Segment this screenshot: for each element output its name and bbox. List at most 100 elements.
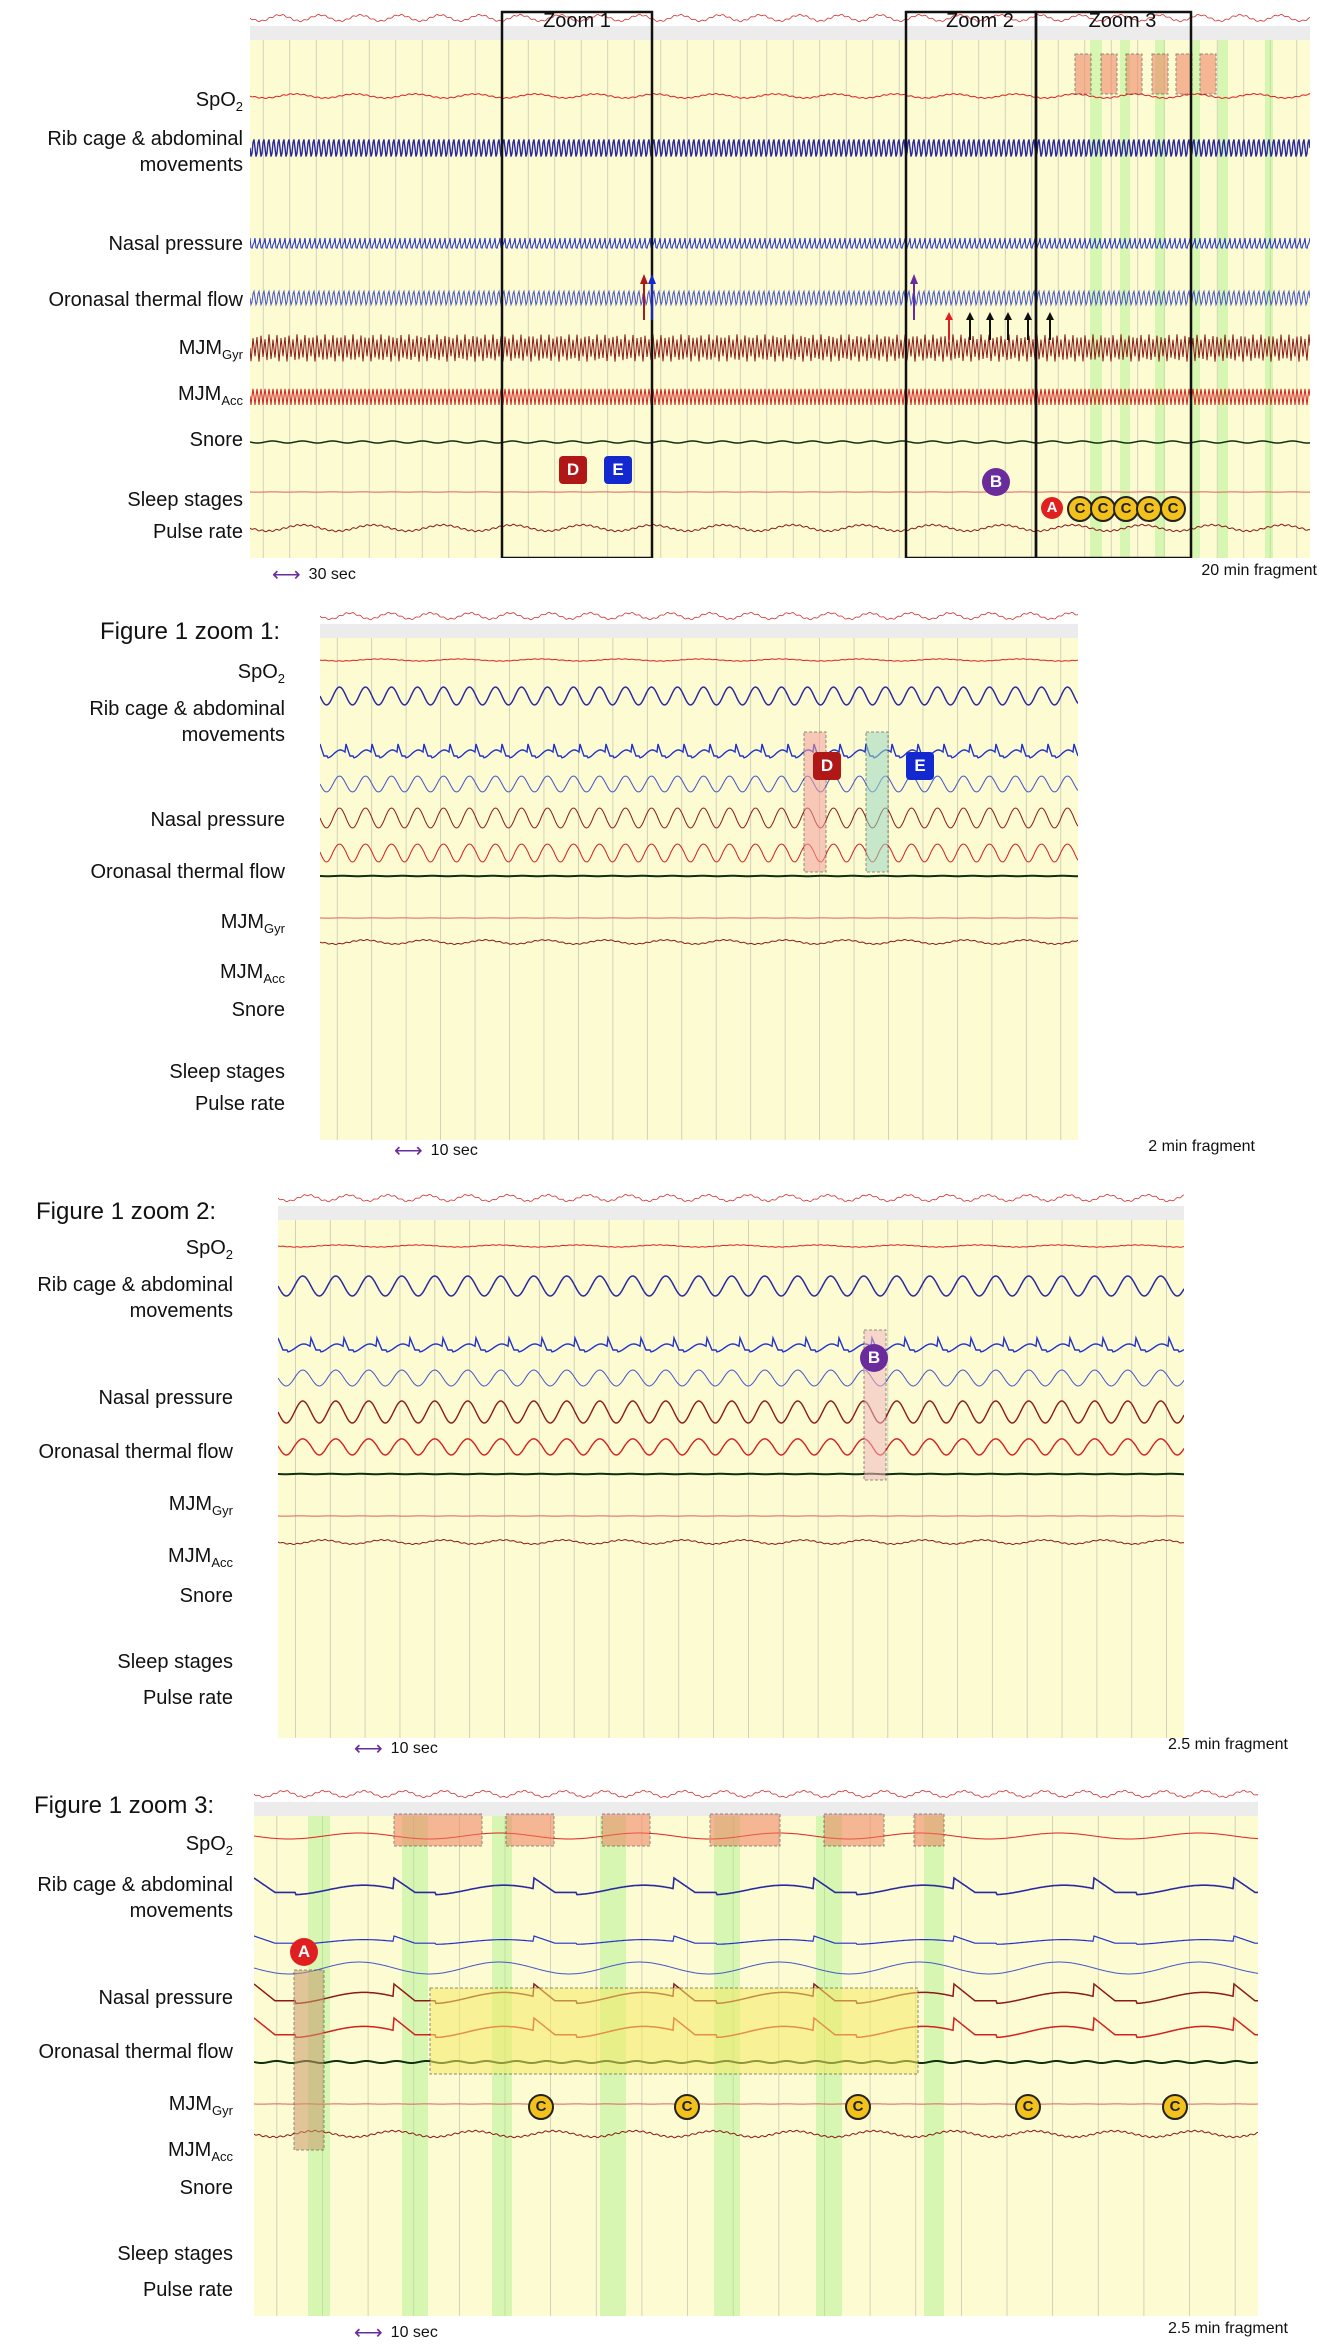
z1-spo2-text: SpO (237, 661, 278, 683)
epoch-strip (250, 26, 1310, 40)
thermal-trace (250, 289, 1310, 307)
event-arrowhead (910, 274, 918, 284)
z1-label-spo2: SpO2 (238, 660, 285, 691)
z2-rib-line2: movements (129, 1300, 233, 1322)
label-pulse: Pulse rate (152, 521, 243, 543)
z1-acc-sub: Acc (263, 971, 285, 986)
event-arrowhead (1024, 312, 1032, 320)
z2-gyr-sub: Gyr (212, 1503, 233, 1518)
event-arrowhead (986, 312, 994, 320)
z2-thermal-trace (278, 1369, 1184, 1387)
z2-label-nasal: Nasal pressure (98, 1387, 233, 1409)
z1-label-pulse: Pulse rate (194, 1093, 285, 1115)
z3-marker-c4: C (1015, 2094, 1041, 2120)
hypnogram-line (250, 13, 1310, 23)
marker-c5: C (1160, 496, 1186, 522)
overview-scale: ⟷30 sec (272, 562, 356, 587)
z1-acc-trace (320, 843, 1078, 863)
z3-label-rib: Rib cage & abdominal movements (37, 1872, 233, 1924)
z2-resp-trace (278, 1275, 1184, 1297)
zoom2-panel: Figure 1 zoom 2: SpO2 Rib cage & abdomin… (0, 1180, 1325, 1780)
event-arrowhead (945, 312, 953, 320)
acc-trace (250, 388, 1310, 406)
plot-background (278, 1190, 1184, 1738)
z1-label-snore: Snore (231, 999, 285, 1021)
z1-marker-d: D (813, 752, 841, 780)
pulse-trace (250, 523, 1310, 533)
z1-spo2-sub: 2 (277, 671, 285, 686)
z2-label-sleep: Sleep stages (117, 1651, 233, 1673)
z3-marker-c1: C (528, 2094, 554, 2120)
highlight-band (1265, 40, 1273, 558)
label-snore: Snore (189, 429, 243, 451)
marker-d: D (559, 456, 587, 484)
z3-marker-c2: C (674, 2094, 700, 2120)
double-arrow-icon: ⟷ (272, 564, 301, 586)
z3-rib-line1: Rib cage & abdominal (37, 1874, 233, 1896)
gyr-text: MJM (178, 337, 223, 359)
event-box (1175, 53, 1193, 95)
event-box (1125, 53, 1143, 95)
z2-label-spo2: SpO2 (186, 1236, 233, 1267)
event-box (429, 1987, 919, 2075)
z2-acc-sub: Acc (211, 1555, 233, 1570)
z2-acc-text: MJM (168, 1545, 212, 1567)
z2-double-arrow-icon: ⟷ (354, 1738, 383, 1760)
acc-text: MJM (178, 383, 222, 405)
zoom1-fragment: 2 min fragment (1148, 1138, 1255, 1155)
z1-label-gyr: MJMGyr (221, 910, 285, 941)
z2-label-acc: MJMAcc (168, 1544, 233, 1575)
spo2-text: SpO (195, 89, 236, 111)
zoom2-plot (278, 1190, 1184, 1738)
event-box (601, 1813, 651, 1847)
z3-rib-line2: movements (129, 1900, 233, 1922)
zoom3-panel: Figure 1 zoom 3: SpO2 Rib cage & abdomin… (0, 1780, 1325, 2352)
z1-nasal-trace (320, 743, 1078, 759)
z1-acc-text: MJM (220, 961, 264, 983)
z3-label-thermal: Oronasal thermal flow (38, 2041, 233, 2063)
z1-label-nasal: Nasal pressure (150, 809, 285, 831)
marker-e: E (604, 456, 632, 484)
event-box (1151, 53, 1169, 95)
event-box (293, 1969, 325, 2151)
zoom3-label: Zoom 3 (1088, 10, 1157, 32)
z3-label-pulse: Pulse rate (142, 2279, 233, 2301)
rib-line2: movements (139, 154, 243, 176)
z3-marker-c3: C (845, 2094, 871, 2120)
z3-label-gyr: MJMGyr (169, 2092, 233, 2123)
zoom2-fragment: 2.5 min fragment (1167, 1736, 1288, 1753)
z1-marker-e: E (906, 752, 934, 780)
epoch-strip (320, 624, 1078, 638)
zoom3-plot (254, 1786, 1258, 2316)
label-thermal: Oronasal thermal flow (48, 289, 243, 311)
overview-fragment: 20 min fragment (1201, 562, 1317, 579)
z1-label-thermal: Oronasal thermal flow (90, 861, 285, 883)
marker-b: B (982, 468, 1010, 496)
marker-a: A (1041, 497, 1063, 519)
resp-trace (250, 139, 1310, 157)
z2-pulse-trace (278, 1538, 1184, 1546)
zoom1-scale: ⟷10 sec (394, 1138, 478, 1163)
z1-gyr-trace (320, 807, 1078, 829)
label-gyr: MJMGyr (179, 336, 243, 367)
z2-spo2-text: SpO (185, 1237, 226, 1259)
z3-label-acc: MJMAcc (168, 2138, 233, 2169)
event-box (823, 1813, 885, 1847)
z3-label-nasal: Nasal pressure (98, 1987, 233, 2009)
event-box (1199, 53, 1217, 95)
hypnogram-strip (250, 10, 1310, 26)
zoom3-title: Figure 1 zoom 3: (34, 1792, 215, 1819)
z2-nasal-trace (278, 1335, 1184, 1353)
z1-thermal-trace (320, 775, 1078, 793)
epoch-strip (254, 1802, 1258, 1816)
zoom1-panel: Figure 1 zoom 1: SpO2 Rib cage & abdomin… (0, 600, 1325, 1170)
label-nasal: Nasal pressure (108, 233, 243, 255)
z3-label-snore: Snore (179, 2177, 233, 2199)
z3-acc-sub: Acc (211, 2149, 233, 2164)
event-box (709, 1813, 781, 1847)
zoom2-label: Zoom 2 (946, 10, 1014, 32)
zoom2-scale-text: 10 sec (390, 1739, 438, 1757)
zoom2-title: Figure 1 zoom 2: (36, 1198, 217, 1225)
